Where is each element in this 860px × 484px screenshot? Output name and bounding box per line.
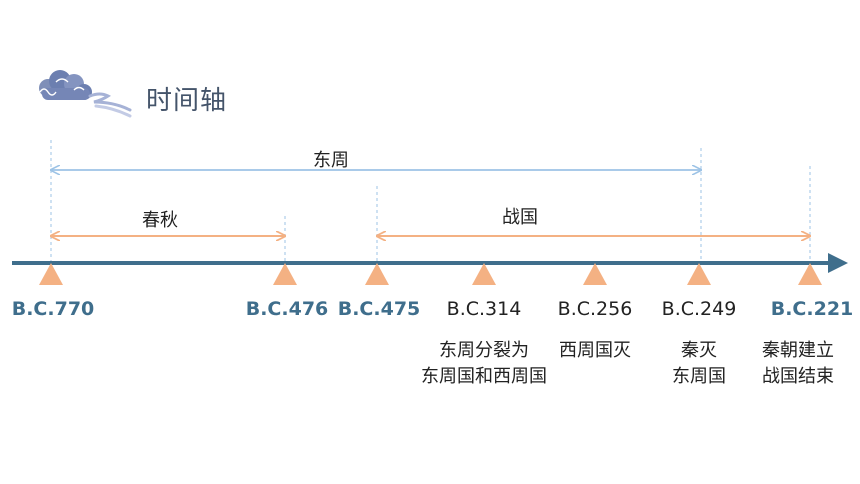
event-line: 秦朝建立 — [762, 340, 834, 361]
year-label: B.C.249 — [661, 298, 737, 320]
event-label: 秦灭 东周国 — [672, 338, 726, 390]
year-marker — [583, 263, 607, 285]
event-line: 秦灭 — [681, 340, 717, 361]
year-marker — [39, 263, 63, 285]
event-line: 东周国 — [672, 366, 726, 387]
event-label: 东周分裂为 东周国和西周国 — [421, 338, 547, 390]
event-line: 东周国和西周国 — [421, 366, 547, 387]
span-label-chunqiu: 春秋 — [142, 210, 178, 231]
year-label: B.C.475 — [337, 298, 421, 320]
span-label-zhanguo: 战国 — [502, 207, 538, 228]
cloud-icon — [39, 70, 132, 118]
year-markers — [39, 263, 822, 285]
year-marker — [365, 263, 389, 285]
span-label-dongzhou: 东周 — [313, 150, 349, 171]
year-marker — [798, 263, 822, 285]
event-line: 战国结束 — [762, 366, 834, 387]
year-label: B.C.314 — [446, 298, 522, 320]
axis-arrowhead — [828, 253, 848, 273]
year-marker — [273, 263, 297, 285]
year-marker — [472, 263, 496, 285]
year-marker — [687, 263, 711, 285]
event-label: 西周国灭 — [559, 338, 631, 364]
year-label: B.C.476 — [245, 298, 329, 320]
guide-lines — [50, 140, 811, 263]
year-label: B.C.770 — [11, 298, 95, 320]
event-line: 东周分裂为 — [439, 340, 529, 361]
event-line: 西周国灭 — [559, 340, 631, 361]
year-label: B.C.256 — [557, 298, 633, 320]
year-label: B.C.221 — [770, 298, 854, 320]
page-title: 时间轴 — [146, 86, 228, 116]
event-label: 秦朝建立 战国结束 — [762, 338, 834, 390]
